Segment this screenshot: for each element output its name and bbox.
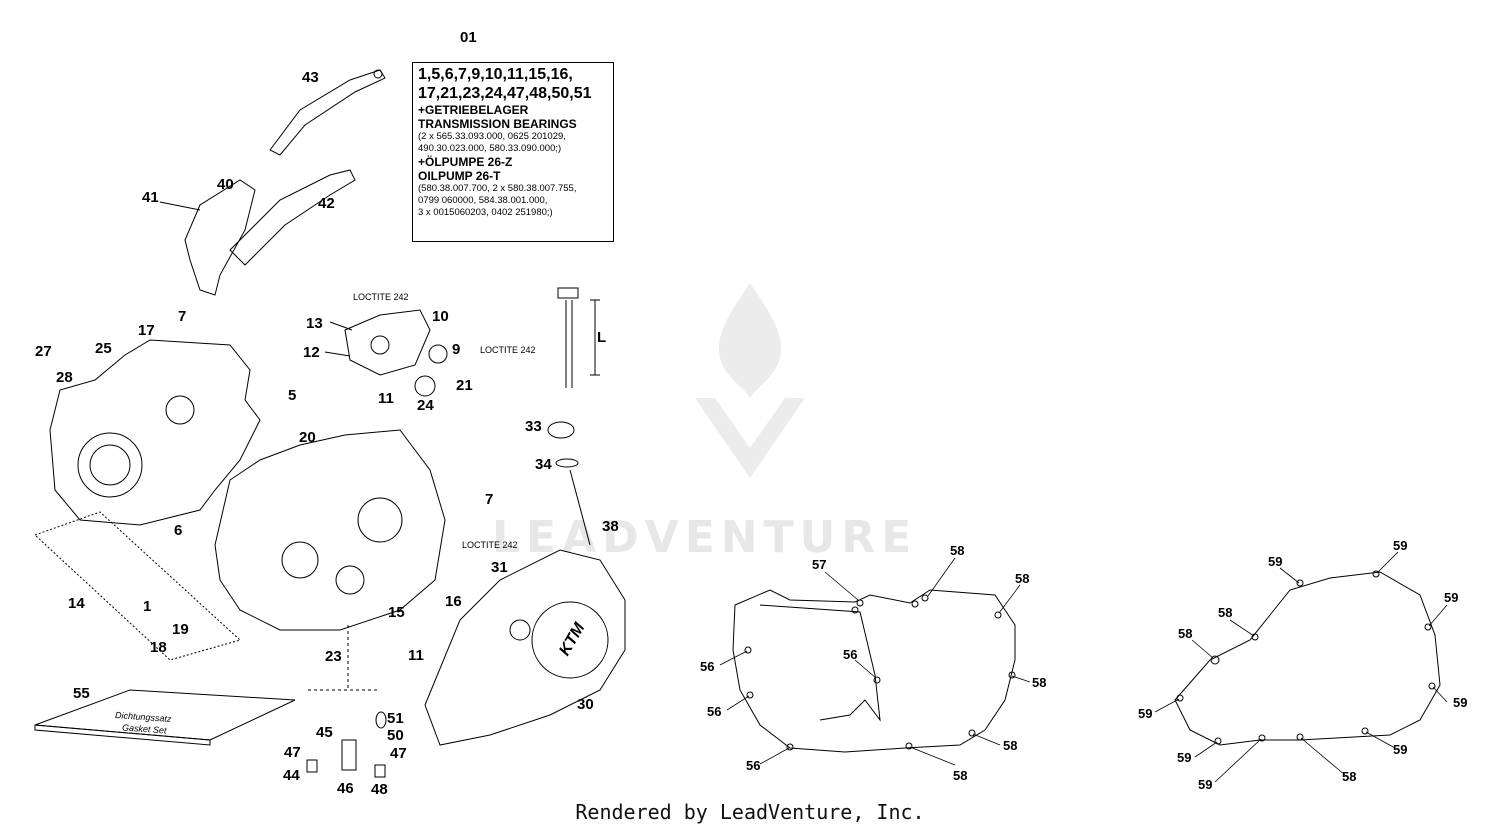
- chain-guide-top: [269, 69, 386, 156]
- callout[interactable]: 21: [456, 377, 473, 394]
- callout[interactable]: 56: [707, 704, 722, 719]
- kit-bearings-en: TRANSMISSION BEARINGS: [418, 117, 577, 131]
- callout[interactable]: 56: [843, 647, 858, 662]
- chain-slider: [229, 169, 356, 266]
- callout[interactable]: 57: [812, 557, 827, 572]
- callout[interactable]: 42: [318, 195, 335, 212]
- callout[interactable]: 51: [387, 710, 404, 727]
- callout[interactable]: 48: [371, 781, 388, 798]
- callout[interactable]: 13: [306, 315, 323, 332]
- callout[interactable]: 30: [577, 696, 594, 713]
- oil-pump: [344, 309, 431, 376]
- kit-number[interactable]: 01: [460, 29, 477, 46]
- kit-bearings-list1: (2 x 565.33.093.000, 0625 201029,: [418, 131, 566, 142]
- callout[interactable]: 24: [417, 397, 434, 414]
- callout[interactable]: 33: [525, 418, 542, 435]
- kit-parts-line2: 17,21,23,24,47,48,50,51: [418, 85, 592, 102]
- callout[interactable]: 47: [284, 744, 301, 761]
- kit-contents-box: 1,5,6,7,9,10,11,15,16, 17,21,23,24,47,48…: [412, 62, 614, 242]
- kit-bearings-list2: 490.30.023.000, 580.33.090.000;): [418, 143, 562, 154]
- callout[interactable]: 27: [35, 343, 52, 360]
- dipstick-l: [557, 287, 579, 299]
- loctite-note: LOCTITE 242: [480, 345, 536, 355]
- callout[interactable]: 25: [95, 340, 112, 357]
- callout[interactable]: 1: [143, 598, 152, 615]
- callout[interactable]: 16: [445, 593, 462, 610]
- kit-pump-de: +ÖLPUMPE 26-Z: [418, 155, 513, 169]
- callout[interactable]: 12: [303, 344, 320, 361]
- callout[interactable]: 59: [1444, 590, 1459, 605]
- callout[interactable]: 7: [178, 308, 187, 325]
- loctite-note: LOCTITE 242: [462, 540, 518, 550]
- callout[interactable]: 58: [1015, 571, 1030, 586]
- callout[interactable]: 31: [491, 559, 508, 576]
- callout[interactable]: 59: [1198, 777, 1213, 792]
- callout[interactable]: 28: [56, 369, 73, 386]
- callout[interactable]: 38: [602, 518, 619, 535]
- crankcase-right: [214, 429, 446, 631]
- oil-plug: [547, 421, 575, 439]
- o-ring: [555, 458, 579, 468]
- kit-pump-en: OILPUMP 26-T: [418, 169, 501, 183]
- callout[interactable]: 11: [378, 390, 394, 407]
- callout[interactable]: 59: [1268, 554, 1283, 569]
- callout[interactable]: 18: [150, 639, 167, 656]
- callout[interactable]: 34: [535, 456, 552, 473]
- callout[interactable]: 55: [73, 685, 90, 702]
- callout[interactable]: 58: [953, 768, 968, 783]
- callout[interactable]: 59: [1177, 750, 1192, 765]
- callout[interactable]: 7: [485, 491, 494, 508]
- callout[interactable]: 20: [299, 429, 316, 446]
- callout[interactable]: 14: [68, 595, 85, 612]
- callout[interactable]: 43: [302, 69, 319, 86]
- callout[interactable]: 9: [452, 341, 461, 358]
- callout[interactable]: 47: [390, 745, 407, 762]
- chain-guard: [184, 179, 256, 296]
- callout[interactable]: 10: [432, 308, 449, 325]
- callout[interactable]: 50: [387, 727, 404, 744]
- callout[interactable]: 56: [746, 758, 761, 773]
- kit-bearings-de: +GETRIEBELAGER: [418, 103, 529, 117]
- callout[interactable]: 58: [1032, 675, 1047, 690]
- callout[interactable]: 56: [700, 659, 715, 674]
- callout[interactable]: 17: [138, 322, 155, 339]
- callout[interactable]: 19: [172, 621, 189, 638]
- callout[interactable]: 59: [1453, 695, 1468, 710]
- callout[interactable]: 59: [1393, 742, 1408, 757]
- callout[interactable]: 58: [950, 543, 965, 558]
- callout[interactable]: 58: [1218, 605, 1233, 620]
- callout[interactable]: 41: [142, 189, 159, 206]
- callout[interactable]: 59: [1393, 538, 1408, 553]
- callout[interactable]: 58: [1003, 738, 1018, 753]
- callout[interactable]: 6: [174, 522, 183, 539]
- callout[interactable]: 23: [325, 648, 342, 665]
- callout[interactable]: 40: [217, 176, 234, 193]
- callout[interactable]: 58: [1342, 769, 1357, 784]
- watermark-text: LEADVENTURE: [492, 512, 918, 563]
- callout[interactable]: 59: [1138, 706, 1153, 721]
- callout[interactable]: 11: [408, 647, 424, 664]
- loctite-note: LOCTITE 242: [353, 292, 409, 302]
- callout[interactable]: 44: [283, 767, 300, 784]
- callout[interactable]: 15: [388, 604, 405, 621]
- callout[interactable]: 45: [316, 724, 333, 741]
- clutch-cover: [424, 549, 626, 746]
- kit-pump-list2: 0799 060000, 584.38.001.000,: [418, 195, 548, 206]
- callout[interactable]: 46: [337, 780, 354, 797]
- leadventure-logo-icon: [695, 283, 805, 478]
- callout[interactable]: 5: [288, 387, 297, 404]
- gasket-clutch-cover: [1174, 571, 1441, 746]
- kit-pump-list3: 3 x 0015060203, 0402 251980;): [418, 207, 553, 218]
- crankcase-left: [49, 339, 261, 526]
- kit-pump-list1: (580.38.007.700, 2 x 580.38.007.755,: [418, 183, 577, 194]
- footer-credit: Rendered by LeadVenture, Inc.: [575, 800, 925, 824]
- dipstick-dimension: L: [597, 329, 607, 346]
- kit-parts-line1: 1,5,6,7,9,10,11,15,16,: [418, 66, 573, 83]
- callout[interactable]: 58: [1178, 626, 1193, 641]
